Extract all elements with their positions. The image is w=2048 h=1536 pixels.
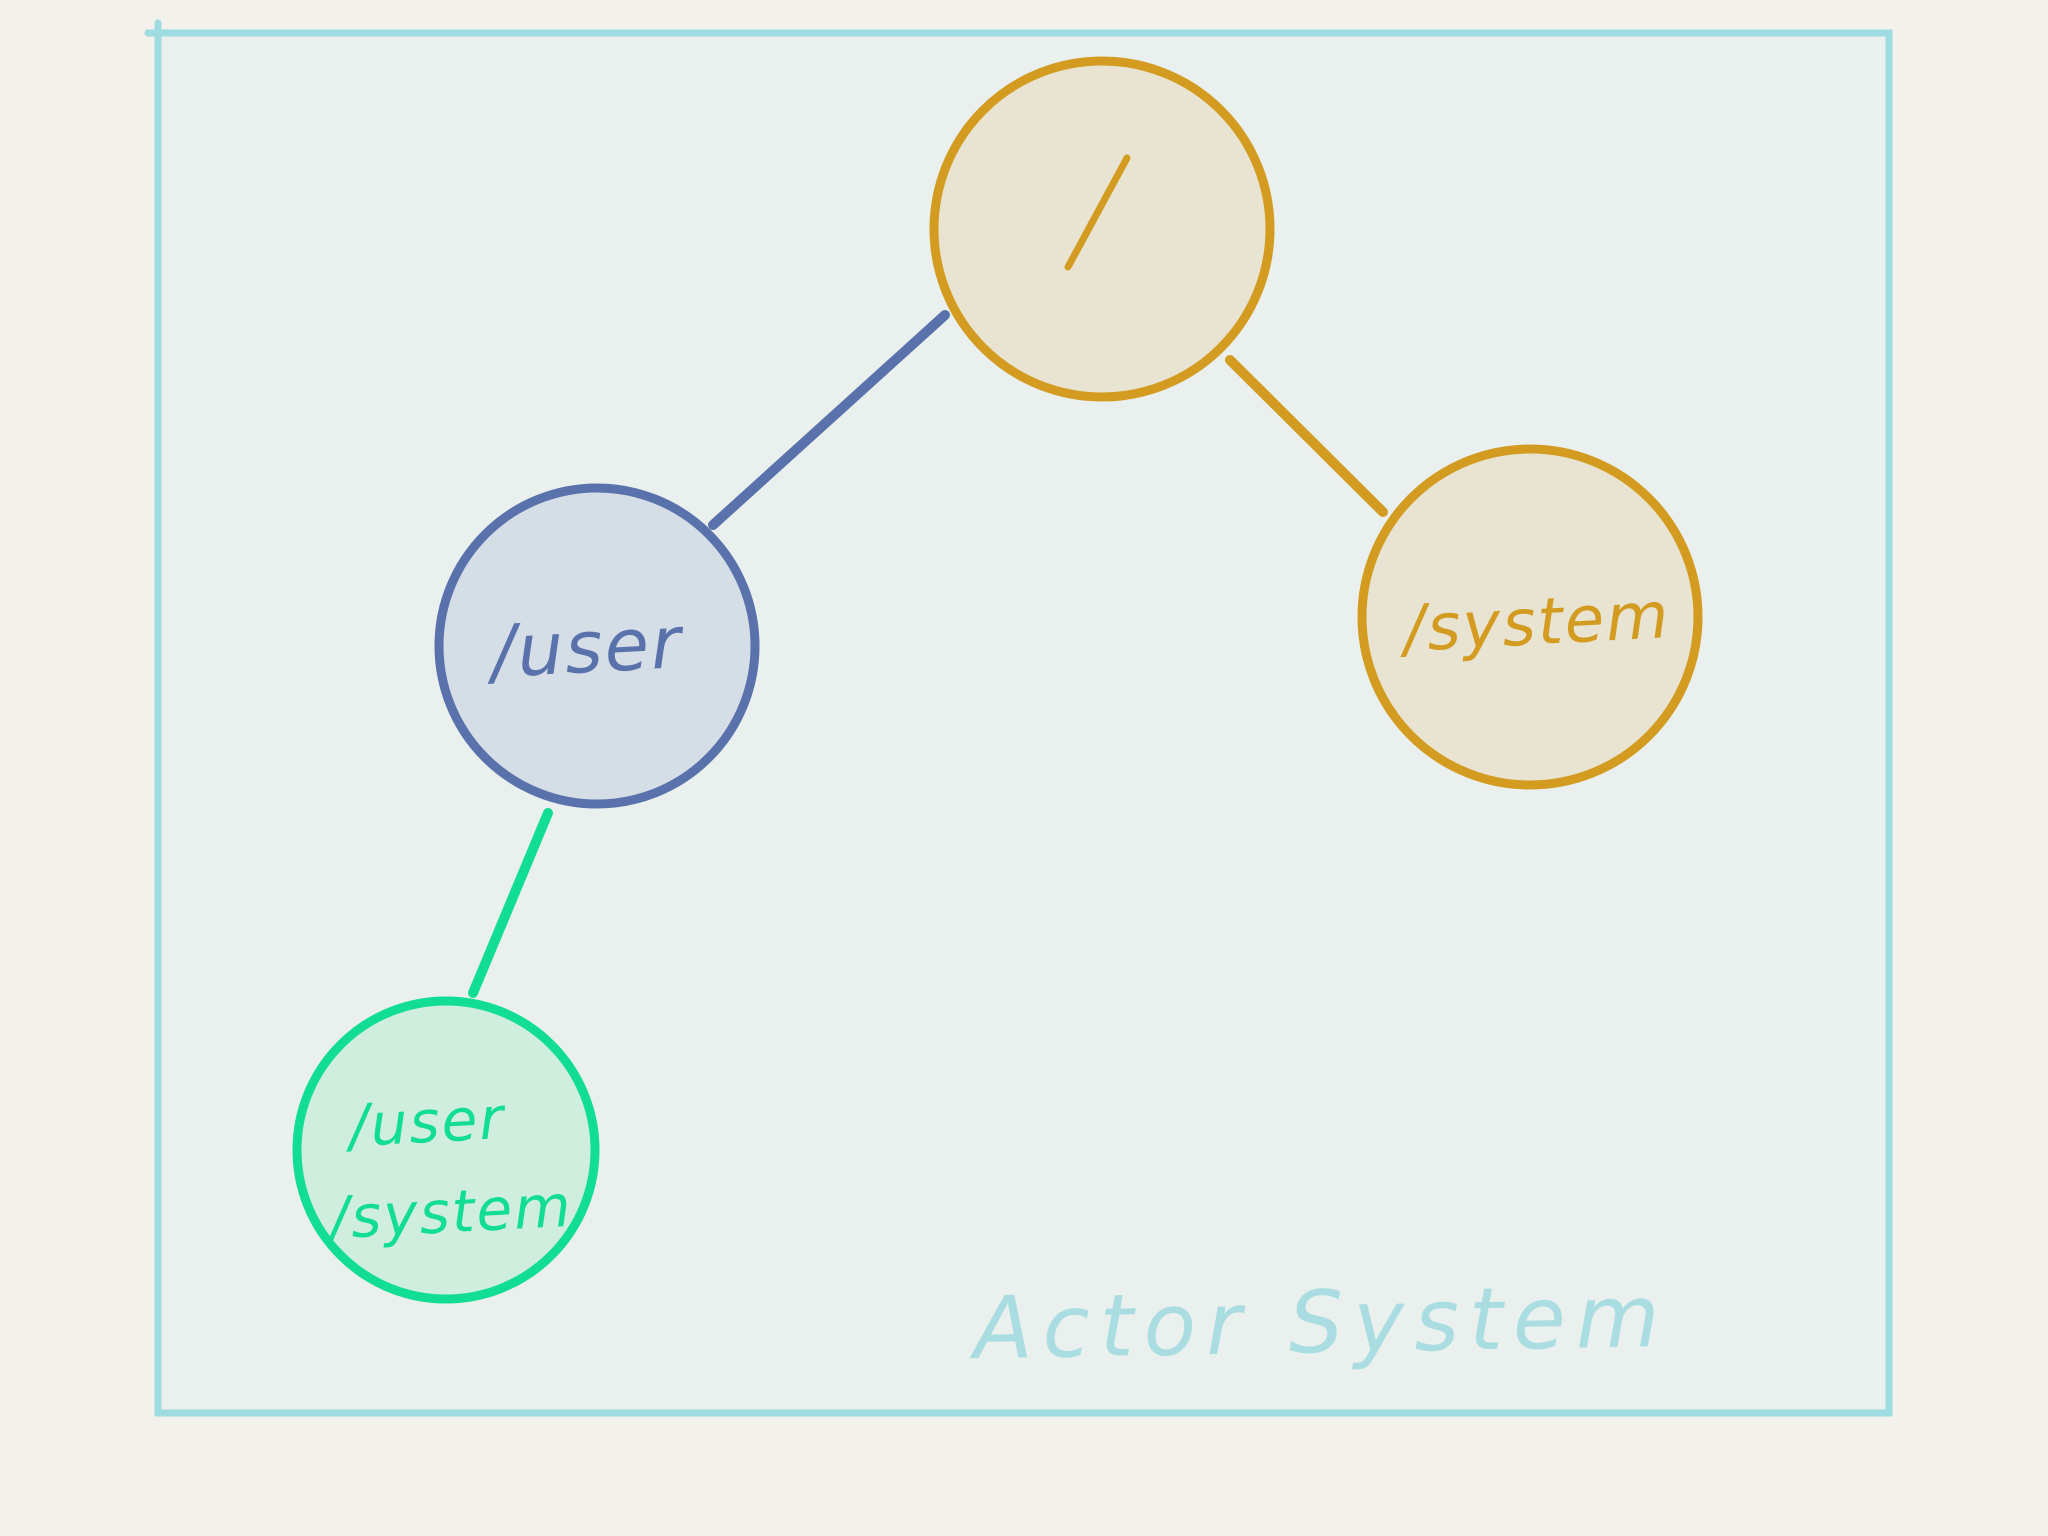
node-root-slash-label [1064, 154, 1131, 271]
edge-root-user[interactable] [708, 310, 950, 530]
node-system: /system [1357, 444, 1703, 790]
node-root [929, 56, 1275, 402]
edge-user-user-system[interactable] [468, 808, 553, 998]
edge-root-system[interactable] [1225, 355, 1388, 517]
node-root-circle[interactable] [929, 56, 1275, 402]
node-user-system: /user/system [292, 996, 600, 1304]
node-user-circle[interactable] [434, 483, 760, 809]
node-user: /user [434, 483, 760, 809]
node-user-system-circle[interactable] [292, 996, 600, 1304]
node-user-system-label: /system [323, 1172, 574, 1253]
caption-actor-system[interactable]: Actor System [968, 1267, 1670, 1379]
node-user-label: /user [483, 600, 687, 694]
node-system-circle[interactable] [1357, 444, 1703, 790]
node-system-label: /system [1397, 579, 1672, 667]
node-user-system-label: /user [342, 1084, 508, 1160]
